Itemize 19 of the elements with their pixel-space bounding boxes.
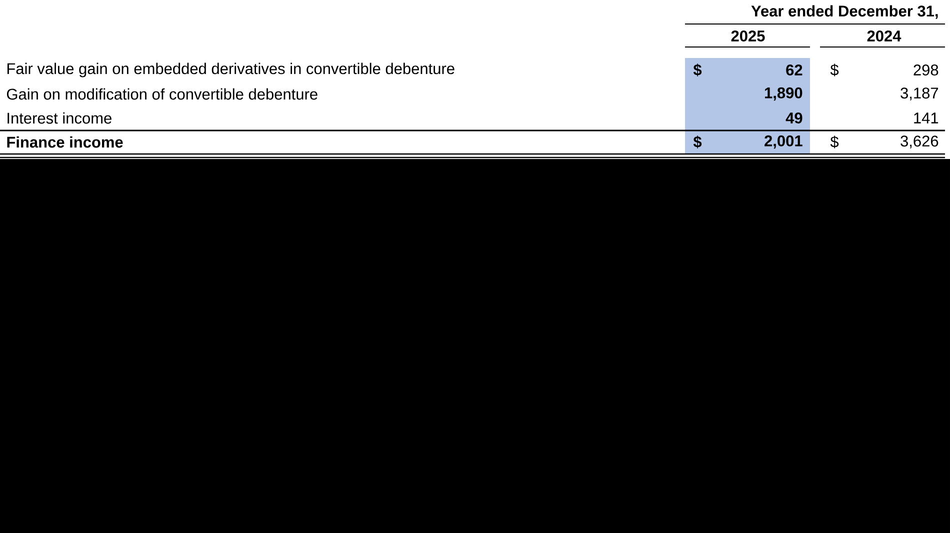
row-label: Gain on modification of convertible debenture: [6, 88, 318, 100]
table-cell: 141: [914, 112, 938, 124]
row-label: Finance income: [7, 136, 123, 148]
table-cell: 3,626: [900, 136, 938, 148]
currency-sign: $: [830, 136, 839, 148]
currency-sign: $: [693, 136, 702, 148]
table-cell: 3,187: [900, 88, 938, 100]
currency-sign: $: [830, 64, 839, 76]
currency-sign: $: [693, 64, 702, 76]
table-cell: 298: [914, 64, 938, 76]
row-label: Fair value gain on embedded derivatives in convertible debenture: [7, 62, 454, 78]
column-header: 2025: [731, 30, 765, 42]
table-cell: 2,001: [764, 135, 802, 149]
column-header: 2024: [867, 30, 902, 42]
table-cell: 1,890: [765, 87, 802, 101]
row-label: Interest income: [8, 112, 112, 124]
table-cell: 62: [786, 64, 802, 76]
table-cell: 49: [786, 112, 802, 124]
table-header: Year ended December 31,: [751, 5, 938, 19]
